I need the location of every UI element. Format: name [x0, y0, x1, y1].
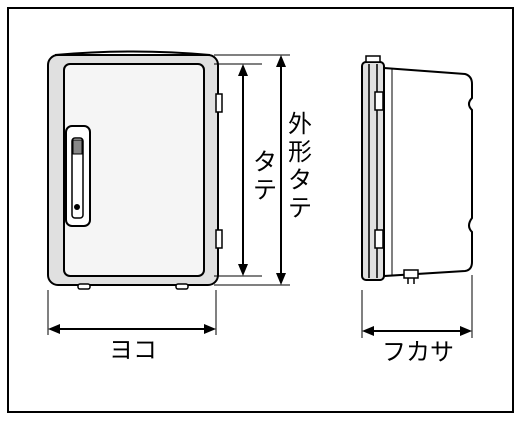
height-outer-label-4: テ [288, 194, 312, 222]
side-top-cap [365, 55, 381, 63]
cabinet-top-edge [54, 50, 211, 56]
handle-grip [72, 139, 83, 155]
side-body [383, 66, 473, 278]
depth-label: フカサ [382, 338, 454, 366]
hinge-bottom [215, 229, 223, 249]
keyhole-icon [74, 204, 80, 210]
side-view [361, 55, 473, 284]
width-label: ヨコ [109, 336, 157, 364]
dimension-depth [361, 275, 473, 338]
foot-right [175, 283, 189, 290]
height-outer-label-3: タ [288, 166, 312, 194]
front-view [47, 50, 223, 290]
side-bottom-fitting [403, 269, 419, 279]
door-panel [63, 63, 205, 277]
side-hinge-bottom [374, 229, 384, 249]
height-inner-label-1: タ [253, 148, 277, 176]
dimension-height-outer [214, 54, 290, 286]
height-inner-label-2: テ [253, 176, 277, 204]
dimension-width [47, 290, 217, 335]
dimension-height-inner [214, 63, 262, 277]
height-outer-label-1: 外 [288, 110, 312, 138]
side-hinge-top [374, 91, 384, 111]
handle-lever [71, 137, 84, 219]
height-outer-label-2: 形 [288, 138, 312, 166]
foot-left [77, 283, 91, 290]
hinge-top [215, 93, 223, 113]
